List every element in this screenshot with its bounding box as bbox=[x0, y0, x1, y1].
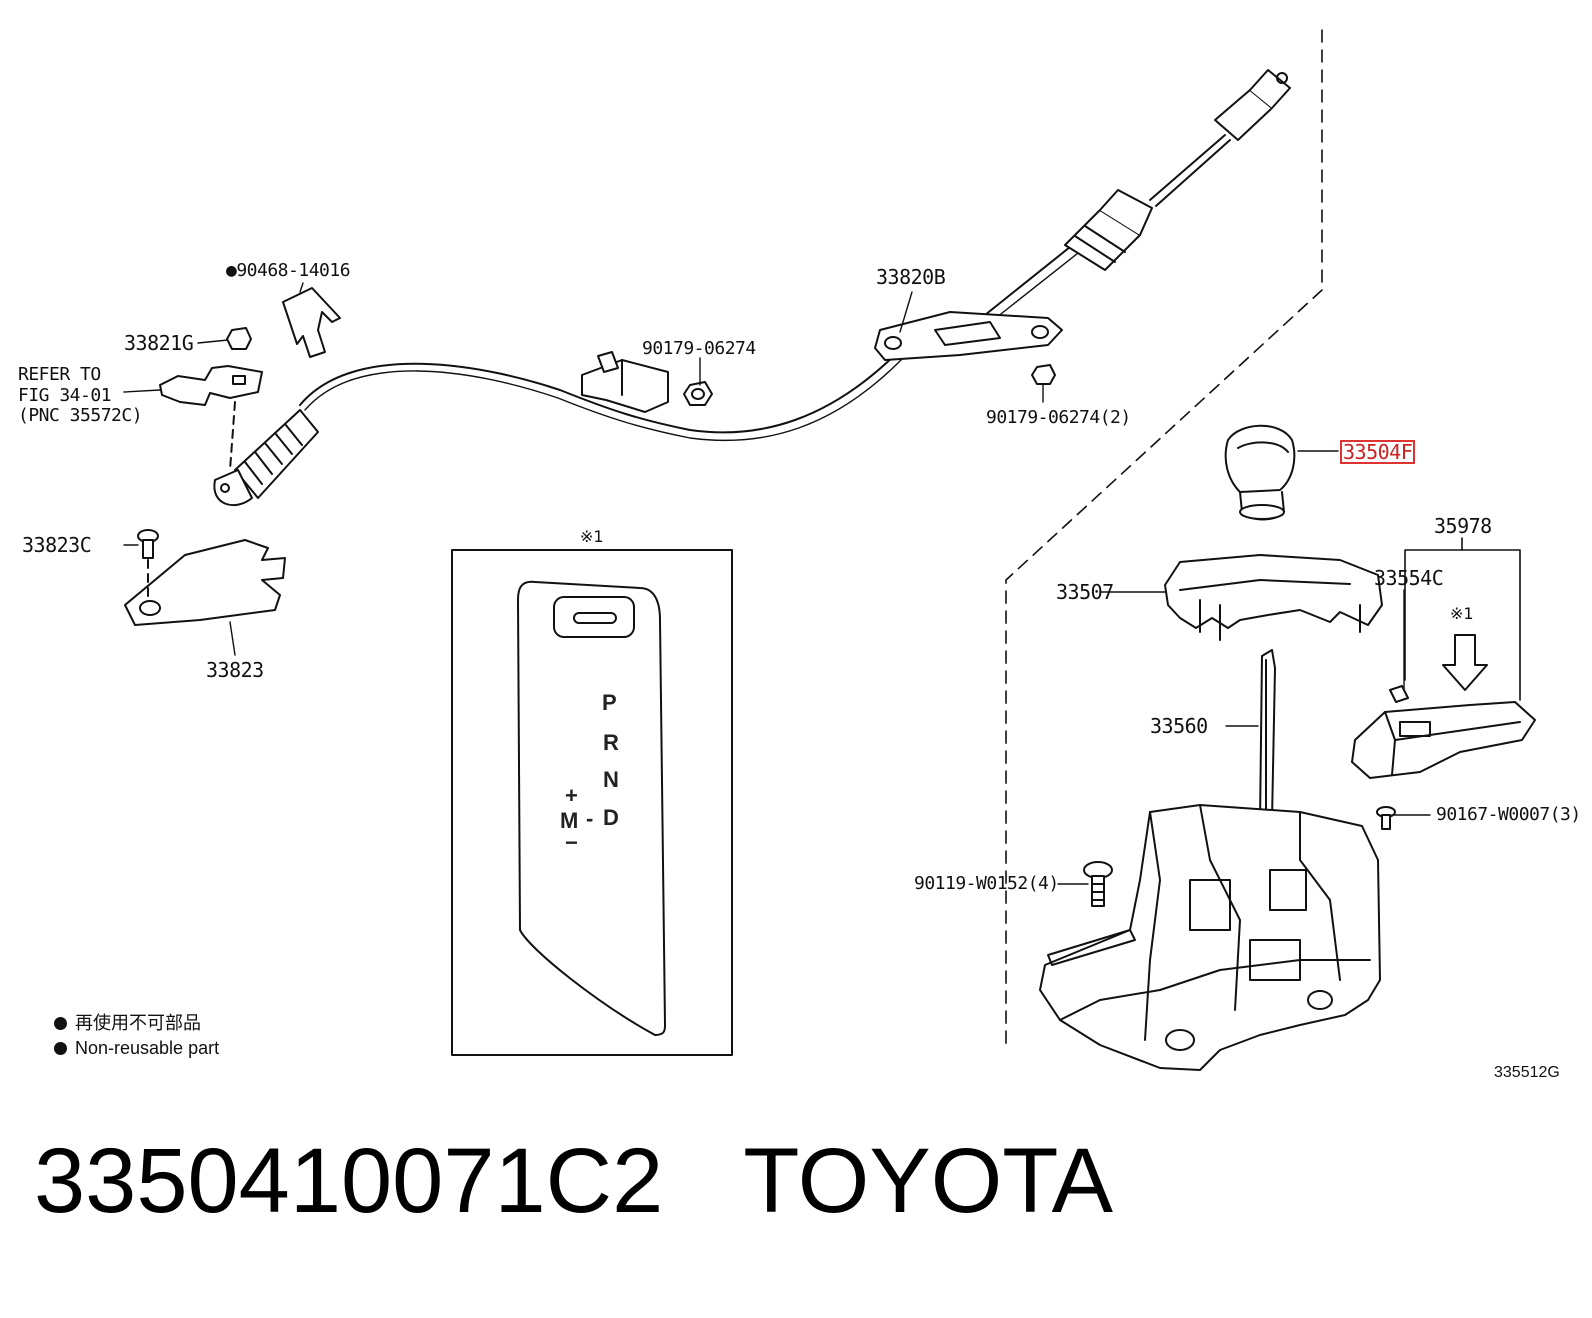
label-35978: 35978 bbox=[1434, 514, 1492, 538]
nut-33821G bbox=[226, 327, 252, 350]
bracket-35572C bbox=[159, 365, 263, 471]
label-33554C: 33554C bbox=[1374, 566, 1444, 590]
legend-en-text: Non-reusable part bbox=[75, 1038, 220, 1059]
shift-cable bbox=[299, 349, 901, 434]
inset-box bbox=[451, 549, 733, 1056]
shift-knob-33504F bbox=[1224, 424, 1296, 521]
cable-end-fitting bbox=[1214, 69, 1291, 141]
clip-33554C bbox=[1389, 685, 1409, 703]
cable-adjuster bbox=[1064, 134, 1231, 271]
label-33823: 33823 bbox=[206, 658, 264, 682]
gear-n: N bbox=[603, 767, 619, 792]
gear-minus: − bbox=[565, 830, 578, 855]
label-33820B: 33820B bbox=[876, 265, 946, 289]
nut-90179-a bbox=[683, 381, 713, 406]
bullet-icon bbox=[54, 1017, 67, 1030]
legend-item-jp: 再使用不可部品 bbox=[54, 1011, 219, 1036]
bracket-33823 bbox=[124, 539, 286, 626]
bolt-90119 bbox=[1083, 861, 1113, 907]
gear-p: P bbox=[602, 690, 617, 715]
label-33821G: 33821G bbox=[124, 331, 194, 355]
gear-plus: + bbox=[565, 783, 578, 808]
nut-90179-b bbox=[1031, 364, 1056, 385]
gear-d: D bbox=[603, 805, 619, 830]
bullet-icon bbox=[54, 1042, 67, 1056]
bolt-33823C bbox=[137, 529, 159, 559]
label-star1-arrow: ※1 bbox=[1450, 604, 1474, 623]
label-refer-to: REFER TO FIG 34-01 (PNC 35572C) bbox=[18, 364, 143, 427]
label-33560: 33560 bbox=[1150, 714, 1208, 738]
label-90167-W0007: 90167-W0007(3) bbox=[1436, 804, 1581, 825]
shift-lever-33560 bbox=[1259, 649, 1276, 823]
legend: 再使用不可部品 Non-reusable part bbox=[54, 1011, 219, 1061]
cover-33507 bbox=[1164, 554, 1383, 641]
label-90468-14016: ●90468-14016 bbox=[226, 260, 351, 281]
cable-clamp bbox=[581, 351, 669, 413]
label-90179-06274: 90179-06274 bbox=[642, 338, 756, 359]
label-33507: 33507 bbox=[1056, 580, 1114, 604]
assembly-dashed-boundary bbox=[1005, 29, 1323, 1051]
shift-gate-panel bbox=[517, 580, 666, 1036]
cable-boot bbox=[213, 409, 319, 507]
shift-cable-outer bbox=[304, 355, 906, 442]
leader-lines bbox=[123, 282, 1431, 885]
screw-90167 bbox=[1376, 806, 1396, 830]
label-33823C: 33823C bbox=[22, 533, 92, 557]
gear-r: R bbox=[603, 730, 619, 755]
legend-item-en: Non-reusable part bbox=[54, 1036, 219, 1061]
clip-90468 bbox=[282, 287, 341, 358]
down-arrow bbox=[1442, 634, 1488, 691]
legend-jp-text: 再使用不可部品 bbox=[75, 1013, 201, 1033]
gear-dash: - bbox=[586, 806, 594, 831]
gear-m: M bbox=[560, 808, 579, 833]
label-33504F: 33504F bbox=[1340, 440, 1416, 464]
footer-brand: TOYOTA bbox=[743, 1130, 1114, 1232]
indicator-35978 bbox=[1351, 701, 1536, 779]
bracket-33820B bbox=[874, 311, 1063, 361]
label-90119-W0152: 90119-W0152(4) bbox=[914, 873, 1059, 894]
label-90179-06274-2: 90179-06274(2) bbox=[986, 407, 1131, 428]
shifter-base bbox=[1039, 804, 1381, 1071]
footer-part-number: 3350410071C2 bbox=[34, 1130, 664, 1232]
label-star1-inset: ※1 bbox=[580, 527, 604, 546]
figure-id: 335512G bbox=[1494, 1064, 1560, 1081]
